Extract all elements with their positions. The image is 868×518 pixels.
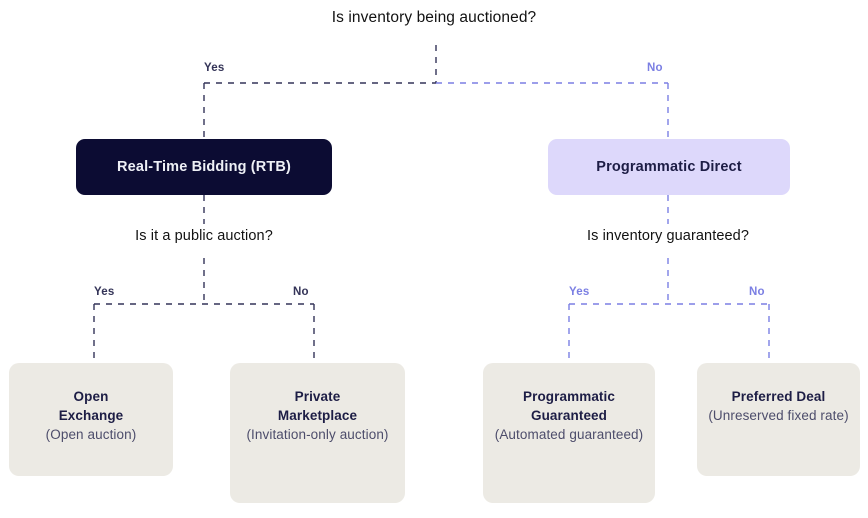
node-programmatic-direct[interactable]: Programmatic Direct [548, 139, 790, 195]
leaf-subtitle: (Open auction) [45, 427, 137, 443]
root-yes-label: Yes [204, 62, 225, 74]
node-real-time-bidding[interactable]: Real-Time Bidding (RTB) [76, 139, 332, 195]
leaf-title-line-1: Preferred Deal [731, 389, 826, 404]
leaf-programmatic-guaranteed[interactable]: Programmatic Guaranteed (Automated guara… [483, 363, 655, 503]
root-question: Is inventory being auctioned? [331, 9, 537, 26]
right-sub-question: Is inventory guaranteed? [586, 228, 749, 244]
leaf-title-line-2: Marketplace [277, 408, 358, 424]
leaf-preferred-deal[interactable]: Preferred Deal (Unreserved fixed rate) [697, 363, 860, 476]
leaf-subtitle: (Automated guaranteed) [494, 427, 644, 443]
leaf-private-marketplace[interactable]: Private Marketplace (Invitation-only auc… [230, 363, 405, 503]
leaf-subtitle: (Invitation-only auction) [246, 427, 389, 443]
right-no-label: No [749, 286, 765, 298]
left-yes-label: Yes [94, 286, 115, 298]
left-no-label: No [293, 286, 309, 298]
leaf-open-exchange[interactable]: Open Exchange (Open auction) [9, 363, 173, 476]
leaf-title-line-1: Private [294, 389, 341, 404]
leaf-title-line-1: Open [73, 389, 109, 404]
left-sub-question: Is it a public auction? [135, 228, 273, 244]
root-no-label: No [647, 62, 663, 74]
leaf-title-line-2: Guaranteed [530, 408, 608, 424]
leaf-subtitle: (Unreserved fixed rate) [708, 408, 849, 424]
leaf-title-line-2: Exchange [58, 408, 124, 424]
right-yes-label: Yes [569, 286, 590, 298]
leaf-title-line-1: Programmatic [523, 389, 615, 404]
